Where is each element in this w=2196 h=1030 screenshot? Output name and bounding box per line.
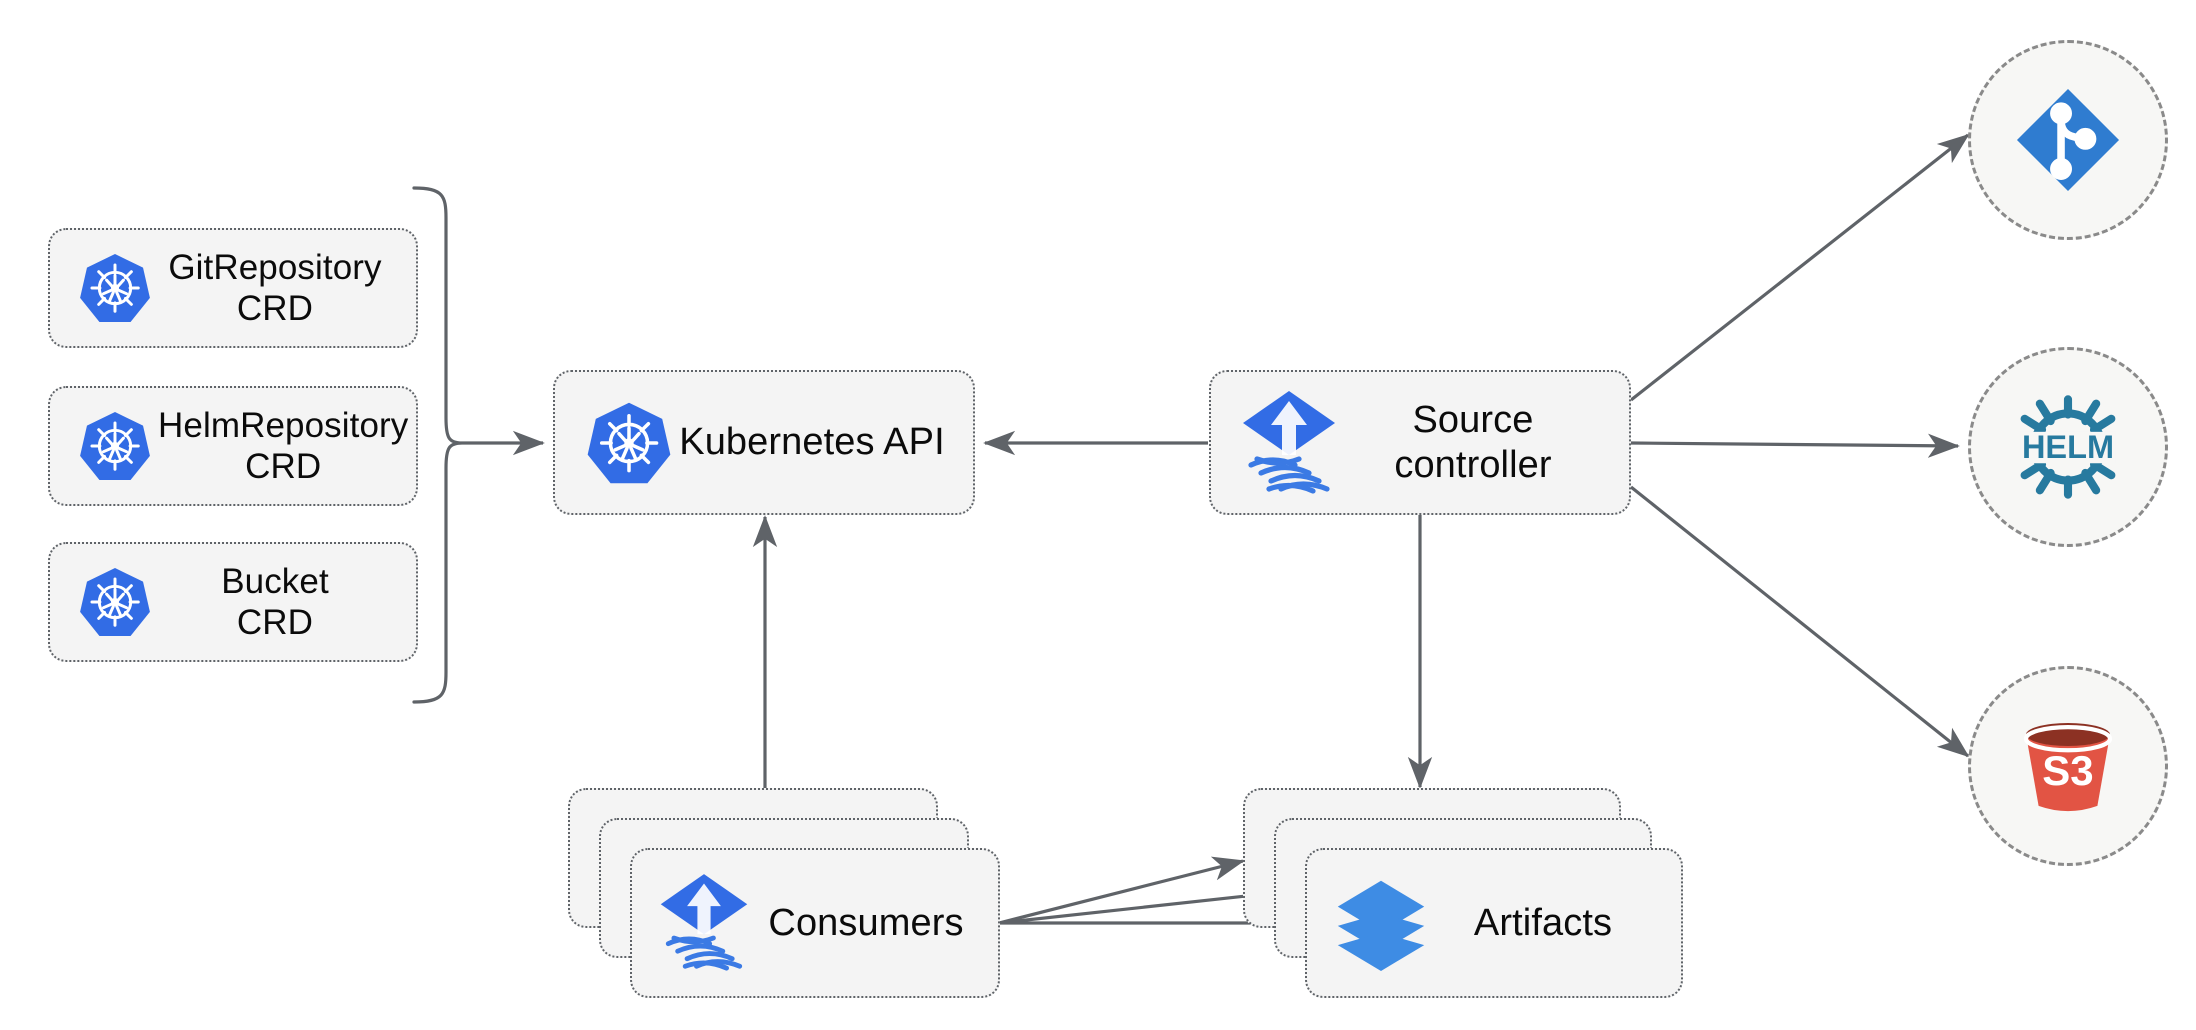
edge-consumers-to-artifacts-1 [998,856,1245,925]
node-kubernetes-api[interactable]: Kubernetes API [553,370,975,515]
node-artifacts[interactable]: Artifacts [1305,848,1683,998]
kubernetes-icon [72,245,158,331]
external-helm[interactable]: HELM [1968,347,2168,547]
node-consumers[interactable]: Consumers [630,848,1000,998]
layers-icon [1331,873,1431,973]
node-label: Kubernetes API [679,421,945,464]
crd-label: HelmRepository CRD [158,405,409,486]
node-label: Consumers [768,901,964,944]
kubernetes-icon [72,403,158,489]
external-s3[interactable]: S3 [1968,666,2168,866]
git-icon [2010,82,2126,198]
s3-bucket-icon: S3 [2005,703,2131,829]
kubernetes-icon [581,395,677,491]
crd-label: GitRepository CRD [168,247,382,328]
external-git[interactable] [1968,40,2168,240]
edge-source-to-helm [1630,433,1960,458]
crd-card-gitrepository[interactable]: GitRepository CRD [48,228,418,348]
crd-card-helmrepository[interactable]: HelmRepository CRD [48,386,418,506]
flux-icon [1235,387,1343,499]
node-source-controller[interactable]: Source controller [1209,370,1631,515]
helm-icon: HELM [2003,382,2133,512]
s3-wordmark: S3 [2042,747,2093,794]
crd-card-bucket[interactable]: Bucket CRD [48,542,418,662]
node-label: Source controller [1394,398,1552,486]
kubernetes-icon [72,559,158,645]
flux-icon [654,871,754,975]
node-label: Artifacts [1473,901,1613,944]
edge-source-to-git [1630,133,1970,402]
crd-label: Bucket CRD [221,561,329,642]
edge-consumers-to-artifacts-2 [998,884,1276,925]
helm-wordmark: HELM [2022,429,2114,465]
edge-source-to-s3 [1630,485,1970,758]
